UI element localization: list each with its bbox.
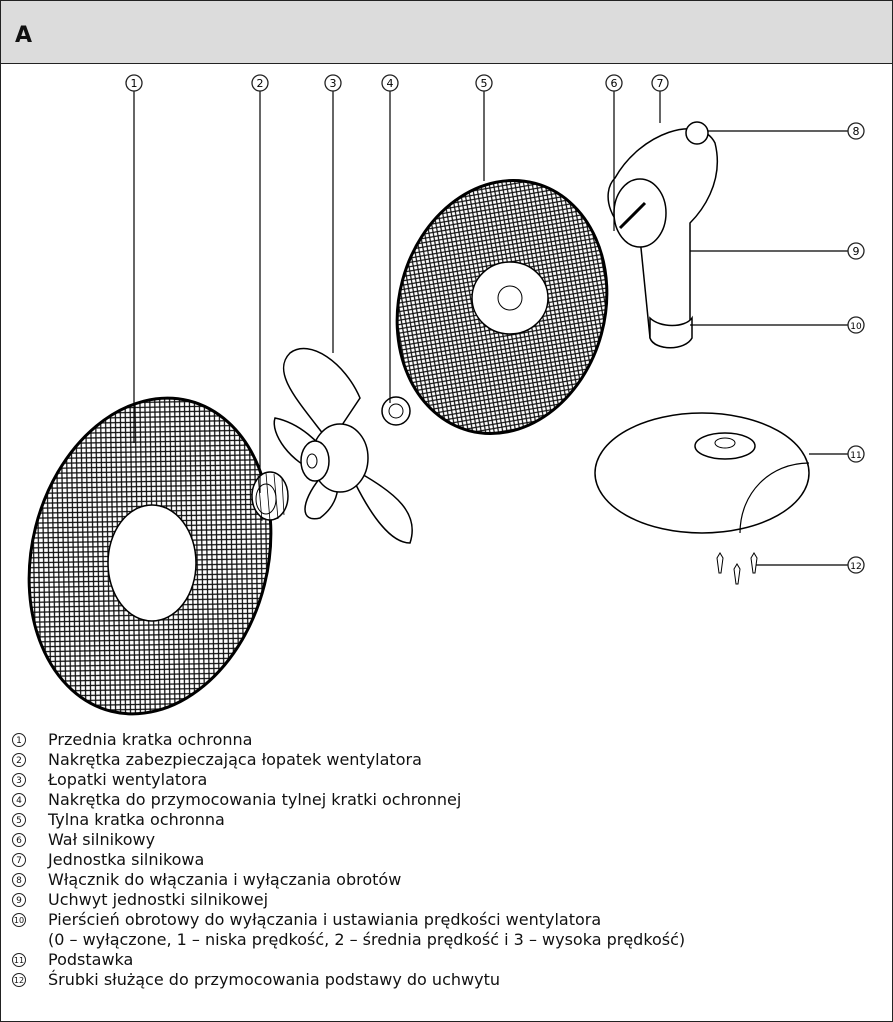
legend-number: 12 (12, 973, 26, 987)
legend-item: 3 Łopatki wentylatora (0, 770, 893, 790)
svg-text:2: 2 (257, 77, 264, 90)
legend-item: 6 Wał silnikowy (0, 830, 893, 850)
svg-text:11: 11 (850, 451, 861, 461)
motor-unit (607, 121, 718, 349)
legend-label: Wał silnikowy (48, 830, 156, 849)
legend-number: 11 (12, 953, 26, 967)
legend-item: 5 Tylna kratka ochronna (0, 810, 893, 830)
legend-label: Włącznik do włączania i wyłączania obrot… (48, 870, 402, 889)
section-header: A (1, 1, 892, 64)
exploded-fan-diagram: 1 2 3 4 5 6 7 8 9 10 11 12 (27, 74, 865, 716)
legend-item: 11 Podstawka (0, 950, 893, 970)
legend-item: 7 Jednostka silnikowa (0, 850, 893, 870)
legend-number: 8 (12, 873, 26, 887)
legend-number: 7 (12, 853, 26, 867)
legend-item: 10 Pierścień obrotowy do wyłączania i us… (0, 910, 893, 930)
legend-number: 4 (12, 793, 26, 807)
legend-item: 1 Przednia kratka ochronna (0, 730, 893, 750)
front-grille (27, 396, 273, 716)
legend-label: Podstawka (48, 950, 134, 969)
svg-text:8: 8 (853, 125, 860, 138)
legend-number: 5 (12, 813, 26, 827)
fan-blades (273, 347, 413, 544)
svg-text:4: 4 (387, 77, 394, 90)
legend-label: Przednia kratka ochronna (48, 730, 253, 749)
back-grille (395, 179, 609, 435)
legend-number: 9 (12, 893, 26, 907)
svg-text:5: 5 (481, 77, 488, 90)
callout-8: 8 (847, 122, 865, 140)
svg-text:12: 12 (850, 562, 861, 572)
svg-text:1: 1 (131, 77, 138, 90)
callout-2: 2 (251, 74, 269, 92)
svg-text:6: 6 (611, 77, 618, 90)
callout-12: 12 (847, 556, 865, 574)
legend-label: Łopatki wentylatora (48, 770, 208, 789)
legend-item: 9 Uchwyt jednostki silnikowej (0, 890, 893, 910)
callout-7: 7 (651, 74, 669, 92)
callout-3: 3 (324, 74, 342, 92)
legend-item: 2 Nakrętka zabezpieczająca łopatek wenty… (0, 750, 893, 770)
svg-text:7: 7 (657, 77, 664, 90)
legend-item: 8 Włącznik do włączania i wyłączania obr… (0, 870, 893, 890)
callout-5: 5 (475, 74, 493, 92)
legend-label: Śrubki służące do przymocowania podstawy… (48, 970, 500, 989)
legend-item: 12 Śrubki służące do przymocowania podst… (0, 970, 893, 990)
legend-number: 2 (12, 753, 26, 767)
legend-label: Jednostka silnikowa (48, 850, 205, 869)
svg-text:3: 3 (330, 77, 337, 90)
back-grille-nut (381, 396, 411, 426)
legend-item: 4 Nakrętka do przymocowania tylnej kratk… (0, 790, 893, 810)
legend-label: Nakrętka zabezpieczająca łopatek wentyla… (48, 750, 422, 769)
legend-continuation: (0 – wyłączone, 1 – niska prędkość, 2 – … (48, 930, 686, 949)
callout-lines (133, 91, 848, 566)
screws (716, 552, 758, 585)
section-letter: A (15, 23, 33, 48)
legend-label: Nakrętka do przymocowania tylnej kratki … (48, 790, 462, 809)
callout-9: 9 (847, 242, 865, 260)
legend-label: Pierścień obrotowy do wyłączania i ustaw… (48, 910, 602, 929)
callout-4: 4 (381, 74, 399, 92)
svg-text:9: 9 (853, 245, 860, 258)
legend-number: 6 (12, 833, 26, 847)
callout-10: 10 (847, 316, 865, 334)
legend-number: 3 (12, 773, 26, 787)
callout-markers: 1 2 3 4 5 6 7 8 9 10 11 12 (125, 74, 865, 574)
legend-number: 1 (12, 733, 26, 747)
blade-locking-nut (251, 471, 289, 522)
callout-11: 11 (847, 445, 865, 463)
svg-text:10: 10 (850, 322, 862, 332)
callout-6: 6 (605, 74, 623, 92)
legend-number: 10 (12, 913, 26, 927)
legend-label: Tylna kratka ochronna (48, 810, 225, 829)
callout-1: 1 (125, 74, 143, 92)
base (594, 412, 810, 534)
legend-label: Uchwyt jednostki silnikowej (48, 890, 269, 909)
